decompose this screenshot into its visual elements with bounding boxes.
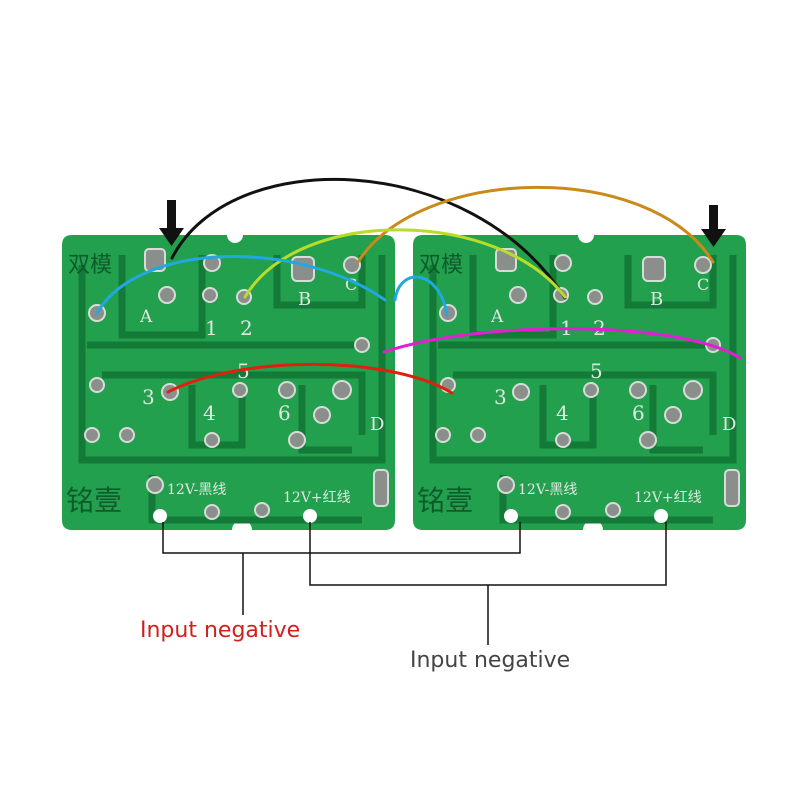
board-left-mode-label: 双模 <box>68 253 112 278</box>
wire-blue-left <box>95 255 387 315</box>
arrow-down-icon <box>701 205 726 247</box>
board-left-pin-3: 3 <box>142 385 155 409</box>
wire-yellow <box>243 228 567 299</box>
board-right-pin-d: D <box>722 414 736 435</box>
board-left-pin-d: D <box>370 414 384 435</box>
board-left-pin-1: 1 <box>205 316 218 340</box>
board-right-pin-4: 4 <box>556 401 569 425</box>
board-right-pin-3: 3 <box>494 385 507 409</box>
wire-red <box>166 362 454 395</box>
board-right-pin-c: C <box>697 275 709 294</box>
board-right-pin-a: A <box>490 307 504 327</box>
board-left-pin-a: A <box>139 307 153 327</box>
arrow-down-icon <box>159 200 184 246</box>
negative-bus-line <box>162 522 521 615</box>
wire-blue-right <box>393 275 449 317</box>
wire-magenta <box>382 327 742 360</box>
board-left-pin-2: 2 <box>240 316 253 340</box>
board-right-mode-label: 双模 <box>419 253 463 278</box>
board-right-pin-6: 6 <box>632 401 645 425</box>
board-right-pin-5: 5 <box>590 359 603 383</box>
wire-black <box>170 177 567 300</box>
board-right-brand-label: 铭壹 <box>417 484 473 517</box>
wire-orange <box>356 185 715 264</box>
callout-left-label: Input negative <box>140 618 301 643</box>
board-left-pin-b: B <box>298 289 311 310</box>
board-left-brand-label: 铭壹 <box>66 484 122 517</box>
positive-bus-line <box>309 522 667 645</box>
board-left-pin-6: 6 <box>278 401 291 425</box>
board-left-pos-label: 12V+红线 <box>283 490 351 506</box>
board-right-pin-b: B <box>650 289 663 310</box>
board-right-pos-label: 12V+红线 <box>634 490 702 506</box>
board-left-pin-4: 4 <box>203 401 216 425</box>
callout-right-label: Input negative <box>410 648 571 673</box>
board-right-neg-label: 12V-黑线 <box>518 482 577 498</box>
board-left-neg-label: 12V-黑线 <box>167 482 226 498</box>
